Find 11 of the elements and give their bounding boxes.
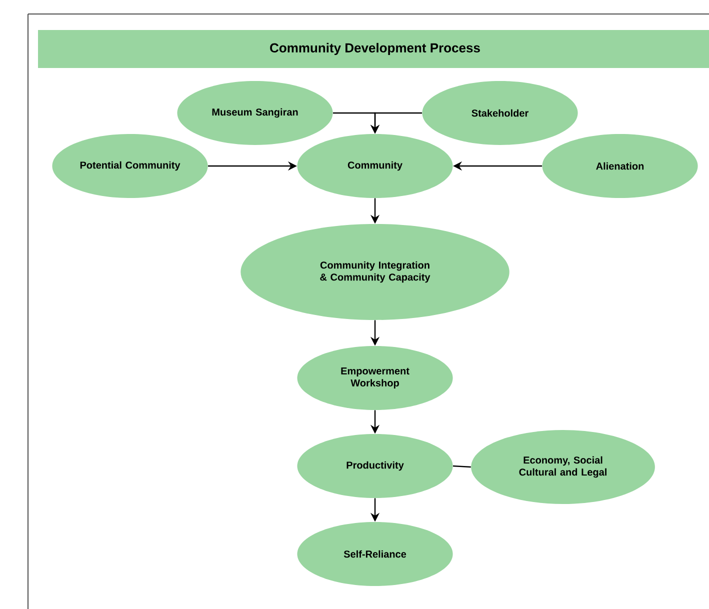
ellipse-node: Potential Community bbox=[52, 134, 208, 198]
title-band: Community Development Process bbox=[38, 30, 709, 68]
ellipse-node: Community Integration & Community Capacity bbox=[240, 224, 510, 320]
ellipse-node: Community bbox=[297, 134, 453, 198]
ellipse-node: Productivity bbox=[297, 434, 453, 498]
ellipse-node: Self-Reliance bbox=[297, 522, 453, 586]
ellipse-node: Museum Sangiran bbox=[177, 81, 333, 145]
ellipse-node: Empowerment Workshop bbox=[297, 346, 453, 410]
ellipse-node: Economy, Social Cultural and Legal bbox=[471, 430, 655, 504]
ellipse-node: Alienation bbox=[542, 134, 698, 198]
ellipse-node: Stakeholder bbox=[422, 81, 578, 145]
